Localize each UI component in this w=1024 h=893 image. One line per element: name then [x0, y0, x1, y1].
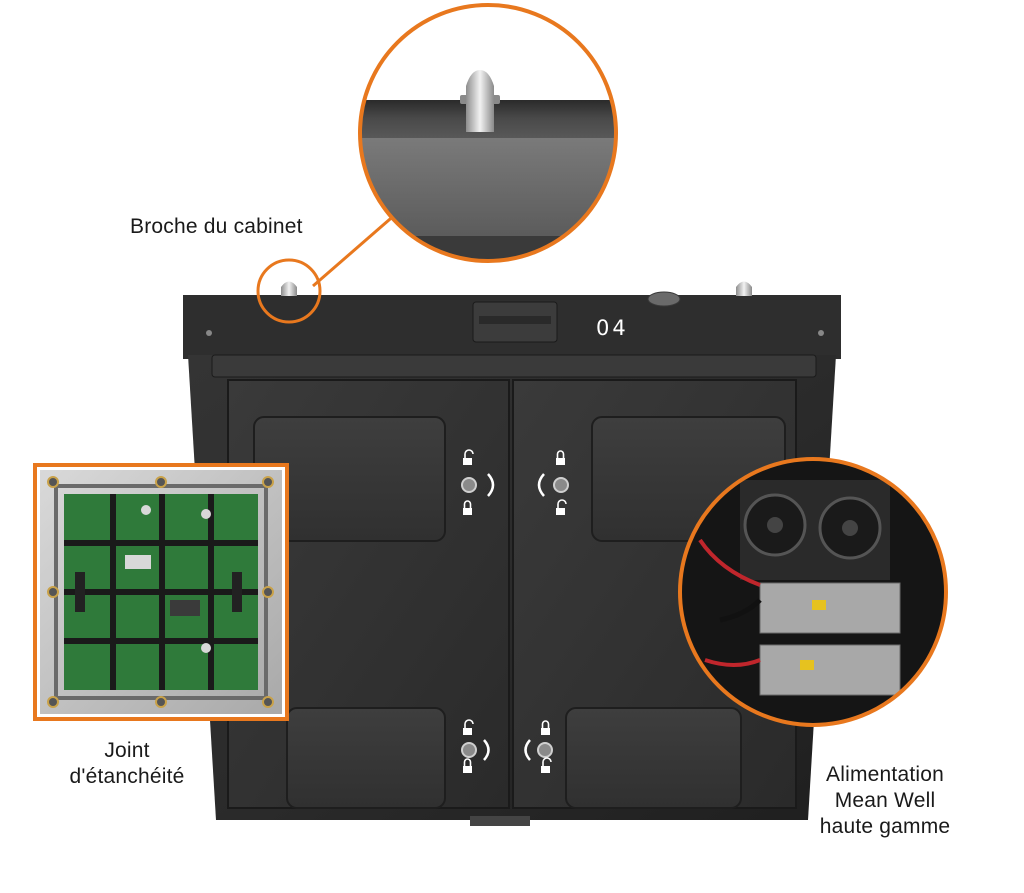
- lock-open-icon: [463, 449, 474, 465]
- cabinet-pin-left: [281, 281, 297, 296]
- lock-marks-bottom: [461, 719, 553, 773]
- cabinet-bottom-rail: [470, 816, 530, 826]
- lock-latch: [553, 477, 569, 493]
- cabinet-ledge: [211, 354, 817, 378]
- caption-psu-line: Alimentation: [826, 763, 944, 786]
- pin-callout: [256, 3, 618, 324]
- caption-power-supply: Alimentation Mean Well haute gamme: [790, 762, 980, 840]
- rotate-arrow-icon: [487, 473, 495, 497]
- door-pad-bottom-left: [286, 707, 446, 809]
- screw-icon: [818, 330, 824, 336]
- fan-icon: [743, 493, 807, 557]
- psu-zoom-image: [680, 459, 946, 725]
- callout-connector-line: [312, 211, 398, 288]
- power-supply-unit: [759, 582, 901, 634]
- screw-icon: [206, 330, 212, 336]
- lock-closed-icon: [556, 450, 565, 465]
- psu-zoom-frame: [678, 457, 948, 727]
- rotate-arrow-icon: [524, 739, 531, 761]
- rotate-arrow-icon: [483, 739, 490, 761]
- cabinet-pin-right: [736, 281, 752, 296]
- frame-screws: [47, 476, 274, 708]
- caption-seal: Joint d'étanchéité: [52, 738, 202, 790]
- cabinet: [183, 281, 841, 826]
- seal-inset: [33, 463, 289, 721]
- lock-closed-icon: [463, 500, 472, 515]
- pin-zoom-image: [360, 5, 616, 261]
- lock-closed-icon: [541, 720, 550, 735]
- caption-seal-line: Joint: [104, 739, 150, 762]
- caption-cabinet-pin: Broche du cabinet: [130, 215, 303, 238]
- lock-latch: [461, 477, 477, 493]
- lock-marks-top: [461, 449, 569, 515]
- door-pad-bottom-right: [565, 707, 742, 809]
- pin-highlight-circle: [256, 258, 322, 324]
- fan-icon: [818, 496, 882, 560]
- caption-seal-line: d'étanchéité: [69, 765, 185, 788]
- power-supply-unit: [759, 644, 901, 696]
- lock-open-icon: [463, 719, 474, 735]
- pcb-grid: [64, 494, 258, 690]
- lock-open-icon: [556, 499, 567, 515]
- lock-latch: [537, 742, 553, 758]
- pin-zoom-frame: [358, 3, 618, 263]
- top-connector: [647, 291, 681, 307]
- lock-closed-icon: [463, 758, 472, 773]
- lock-latch: [461, 742, 477, 758]
- lock-open-icon: [541, 757, 552, 773]
- pcb-components: [75, 505, 242, 653]
- rotate-arrow-icon: [537, 473, 545, 497]
- psu-callout: [678, 457, 948, 727]
- caption-psu-line: haute gamme: [819, 815, 951, 838]
- cabinet-number: 04: [596, 316, 629, 340]
- caption-psu-line: Mean Well: [834, 789, 936, 812]
